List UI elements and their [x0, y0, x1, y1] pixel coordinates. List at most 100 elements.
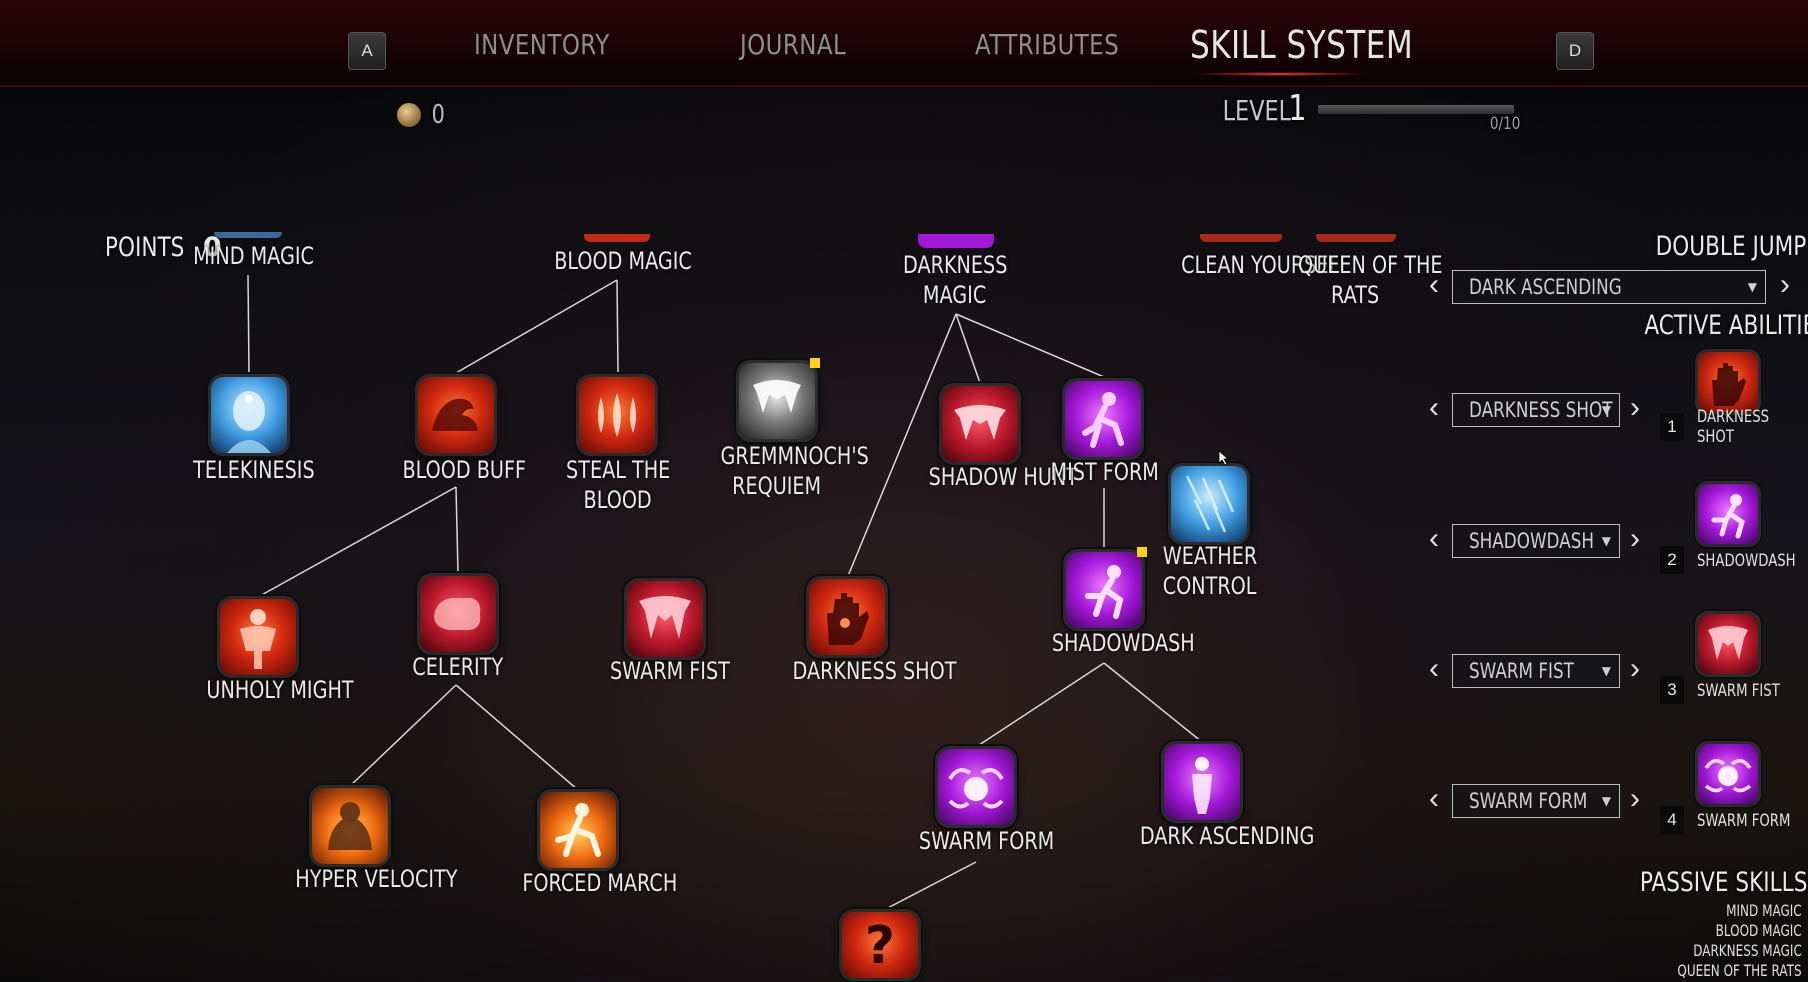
dashing-figure-icon [1085, 565, 1124, 619]
skill-forced-march[interactable] [540, 792, 616, 868]
slot2-label: SHADOWDASH [1697, 551, 1796, 571]
slot3-number: 3 [1660, 676, 1684, 704]
double-jump-select[interactable]: DARK ASCENDING▼ [1452, 270, 1766, 304]
xp-text: 0/10 [1489, 114, 1521, 134]
caret-down-icon: ▼ [1601, 664, 1611, 678]
passive-item: DARKNESS MAGIC [1693, 941, 1802, 960]
next-tab-key[interactable]: D [1556, 32, 1594, 70]
coin-icon [397, 103, 421, 127]
running-figure-icon [1082, 392, 1124, 448]
slot2-select[interactable]: SHADOWDASH▼ [1452, 524, 1620, 558]
slot1-next-arrow[interactable]: › [1630, 391, 1640, 424]
label-dark-ascending: DARK ASCENDING [1139, 822, 1315, 850]
skill-darkness-shot[interactable] [809, 579, 885, 655]
double-jump-prev-arrow[interactable]: ‹ [1429, 268, 1439, 301]
tab-skill-system[interactable]: SKILL SYSTEM [1190, 23, 1414, 67]
skill-telekinesis[interactable] [211, 377, 287, 453]
skill-weather-control[interactable] [1171, 466, 1247, 542]
question-mark-icon: ? [864, 916, 896, 976]
skill-swarm-form[interactable] [938, 749, 1014, 825]
muscled-figure-icon [240, 609, 276, 669]
slot3-icon[interactable] [1698, 614, 1758, 674]
passive-item: QUEEN OF THE RATS [1677, 961, 1802, 980]
double-jump-title: DOUBLE JUMP [1655, 231, 1807, 262]
ascending-figure-icon [1192, 757, 1212, 814]
slot1-prev-arrow[interactable]: ‹ [1429, 391, 1439, 424]
label-forced-march: FORCED MARCH [522, 869, 678, 897]
slot2-prev-arrow[interactable]: ‹ [1429, 522, 1439, 555]
slot4-select[interactable]: SWARM FORM▼ [1452, 784, 1620, 818]
slot2-next-arrow[interactable]: › [1630, 522, 1640, 555]
label-swarm-fist: SWARM FIST [609, 657, 730, 685]
new-skill-indicator [810, 358, 820, 368]
eye-hand-icon [1712, 363, 1746, 406]
label-darkness-shot: DARKNESS SHOT [792, 657, 957, 685]
slot3-prev-arrow[interactable]: ‹ [1429, 652, 1439, 685]
skill-steal-the-blood[interactable] [579, 377, 655, 453]
branch-blood-magic[interactable]: BLOOD MAGIC [554, 247, 692, 275]
skill-mist-form[interactable] [1065, 381, 1141, 457]
slot4-number: 4 [1660, 806, 1684, 834]
running-figure-icon [555, 803, 601, 857]
currency-amount: 0 [431, 100, 445, 130]
caret-down-icon: ▼ [1747, 280, 1757, 294]
skill-hyper-velocity[interactable] [312, 788, 388, 864]
branch-clean-yourself[interactable]: CLEAN YOURSELF [1181, 251, 1351, 279]
caret-down-icon: ▼ [1601, 403, 1611, 417]
top-nav-bar: A INVENTORY JOURNAL ATTRIBUTES SKILL SYS… [0, 0, 1808, 87]
slot4-icon[interactable] [1698, 744, 1758, 804]
skill-blood-buff[interactable] [418, 377, 494, 453]
prev-tab-key[interactable]: A [348, 32, 386, 70]
darkness-magic-icon-partial [918, 234, 994, 248]
passive-skills-title: PASSIVE SKILLS [1639, 867, 1808, 898]
level-value: 1 [1288, 88, 1307, 129]
skill-shadow-hunt[interactable] [942, 386, 1018, 462]
slot4-next-arrow[interactable]: › [1630, 782, 1640, 815]
fist-icon [434, 598, 481, 630]
label-hyper-velocity: HYPER VELOCITY [295, 865, 458, 893]
skill-celerity[interactable] [420, 576, 496, 652]
slot3-select[interactable]: SWARM FIST▼ [1452, 654, 1620, 688]
slot4-prev-arrow[interactable]: ‹ [1429, 782, 1439, 815]
fangs-icon [753, 380, 801, 413]
label-mist-form: MIST FORM [1050, 458, 1160, 486]
label-telekinesis: TELEKINESIS [193, 456, 315, 484]
clean-yourself-icon-partial [1200, 234, 1282, 242]
mouse-cursor-icon [1218, 450, 1230, 466]
dashing-figure-icon [1711, 494, 1745, 539]
flexed-arm-icon [432, 398, 478, 431]
tab-attributes[interactable]: ATTRIBUTES [975, 28, 1120, 61]
skill-shadowdash[interactable] [1066, 552, 1142, 628]
slot3-next-arrow[interactable]: › [1630, 652, 1640, 685]
xp-bar [1318, 105, 1514, 114]
skill-gremmnochs-requiem[interactable] [739, 363, 815, 439]
head-icon [227, 391, 271, 453]
label-shadow-hunt: SHADOW HUNT [928, 463, 1078, 491]
skill-dark-ascending[interactable] [1164, 744, 1240, 820]
blood-drops-icon [598, 393, 636, 437]
level-label: LEVEL [1222, 94, 1292, 127]
queen-rats-icon-partial [1316, 234, 1396, 242]
label-celerity: CELERITY [412, 653, 504, 681]
active-tab-glow [1190, 72, 1370, 76]
double-jump-next-arrow[interactable]: › [1780, 268, 1790, 301]
eye-hand-icon [827, 593, 869, 645]
slot2-icon[interactable] [1698, 484, 1758, 544]
skill-swarm-fist[interactable] [627, 581, 703, 657]
fangs-icon [639, 596, 691, 639]
tab-inventory[interactable]: INVENTORY [474, 28, 610, 61]
caret-down-icon: ▼ [1601, 794, 1611, 808]
passive-item: BLOOD MAGIC [1715, 921, 1802, 940]
skill-unholy-might[interactable] [220, 599, 296, 675]
fangs-icon [954, 405, 1006, 440]
branch-mind-magic[interactable]: MIND MAGIC [193, 242, 314, 270]
skill-locked-unknown[interactable]: ? [842, 912, 918, 978]
slot1-icon[interactable] [1698, 352, 1758, 412]
tab-journal[interactable]: JOURNAL [740, 28, 847, 61]
slot1-select[interactable]: DARKNESS SHOT▼ [1452, 393, 1620, 427]
